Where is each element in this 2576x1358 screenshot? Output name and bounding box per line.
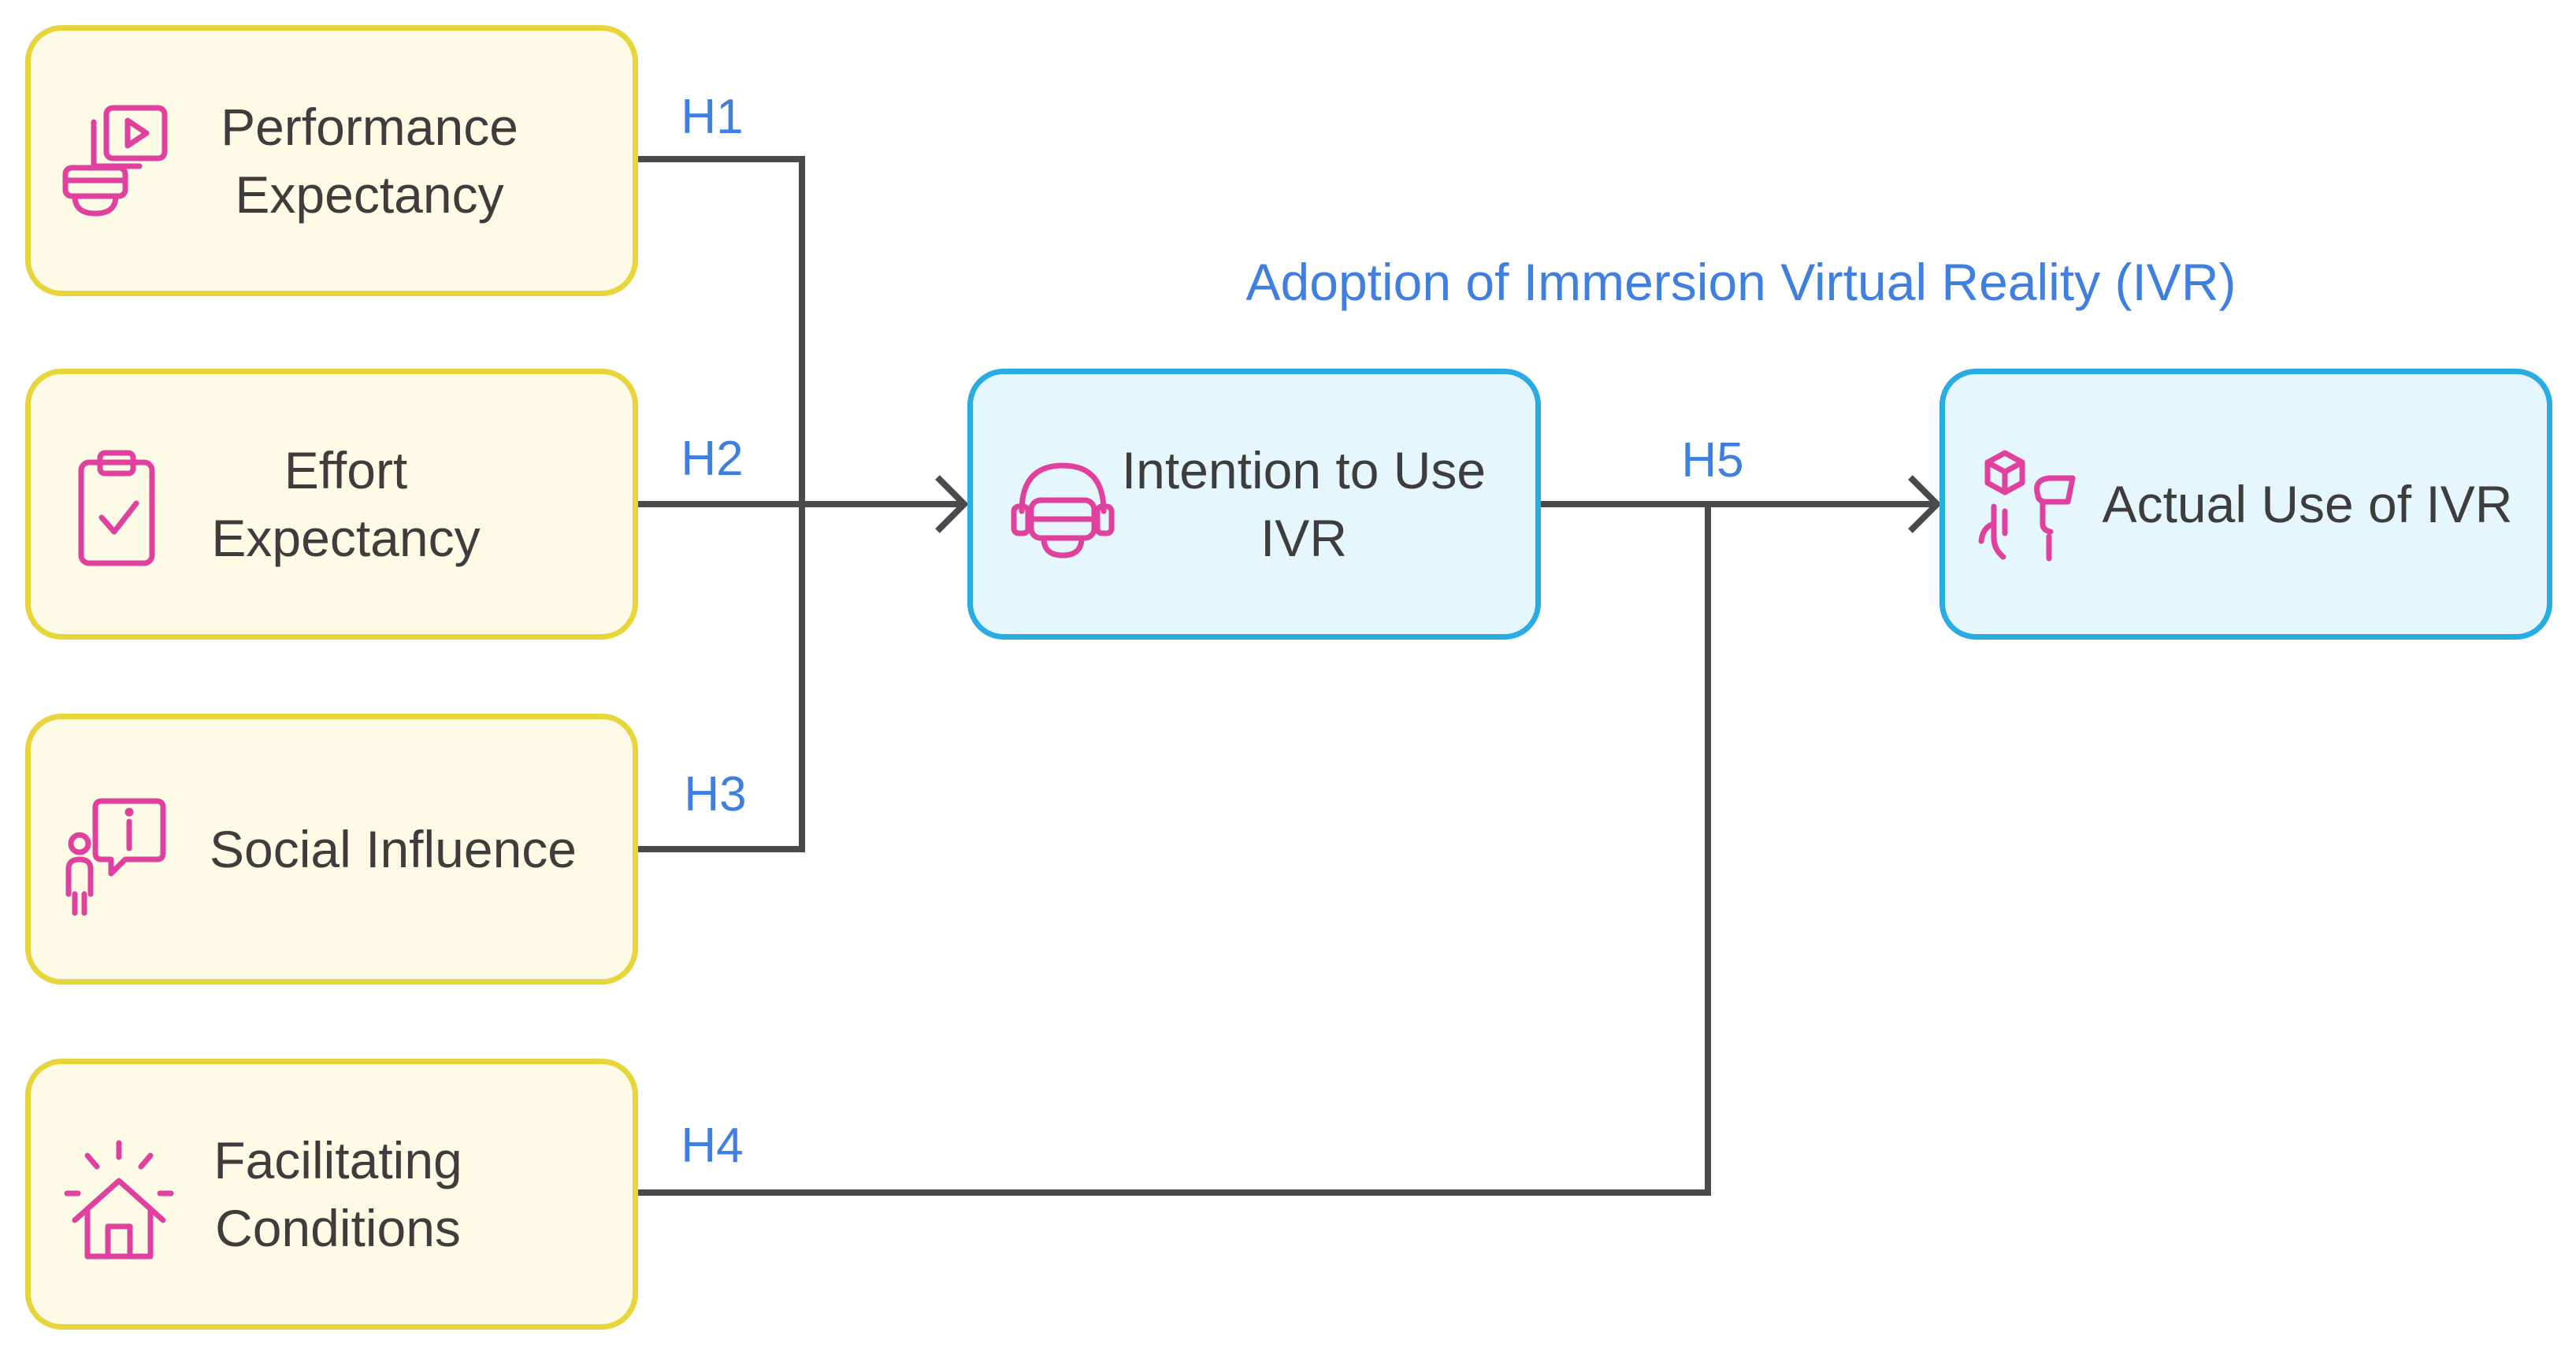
connector-h4: [635, 504, 1711, 1196]
node-label: Social Influence: [210, 820, 577, 878]
node-intention-to-use-ivr: Intention to Use IVR: [967, 369, 1541, 640]
arrowhead-actual: [1908, 475, 1942, 533]
hypothesis-label-h3: H3: [684, 767, 747, 822]
node-label: Performance Expectancy: [221, 98, 518, 224]
house-glow-icon: [64, 1138, 174, 1264]
node-label: Intention to Use IVR: [1121, 441, 1487, 567]
node-effort-expectancy: Effort Expectancy: [25, 369, 638, 640]
vr-headset-media-icon: [62, 102, 173, 228]
connector-h1: [635, 156, 805, 504]
node-performance-expectancy: Performance Expectancy: [25, 25, 638, 296]
diagram-title: Adoption of Immersion Virtual Reality (I…: [1245, 253, 2236, 311]
hand-cube-vr-icon: [1977, 445, 2087, 571]
node-actual-use-of-ivr: Actual Use of IVR: [1939, 369, 2552, 640]
hypothesis-label-h2: H2: [681, 432, 744, 486]
person-info-bubble-icon: [62, 793, 173, 919]
node-facilitating-conditions: Facilitating Conditions: [25, 1059, 638, 1330]
hypothesis-label-h4: H4: [681, 1119, 744, 1173]
hypothesis-label-h5: H5: [1681, 433, 1744, 488]
hypothesis-label-h1: H1: [681, 90, 744, 144]
connector-h3: [635, 504, 805, 852]
node-social-influence: Social Influence: [25, 714, 638, 985]
node-label: Actual Use of IVR: [2102, 475, 2513, 533]
vr-headset-icon: [1008, 448, 1118, 574]
node-label: Effort Expectancy: [211, 441, 481, 567]
clipboard-check-icon: [70, 450, 180, 576]
arrowhead-intention: [935, 475, 969, 533]
node-label: Facilitating Conditions: [213, 1131, 462, 1257]
